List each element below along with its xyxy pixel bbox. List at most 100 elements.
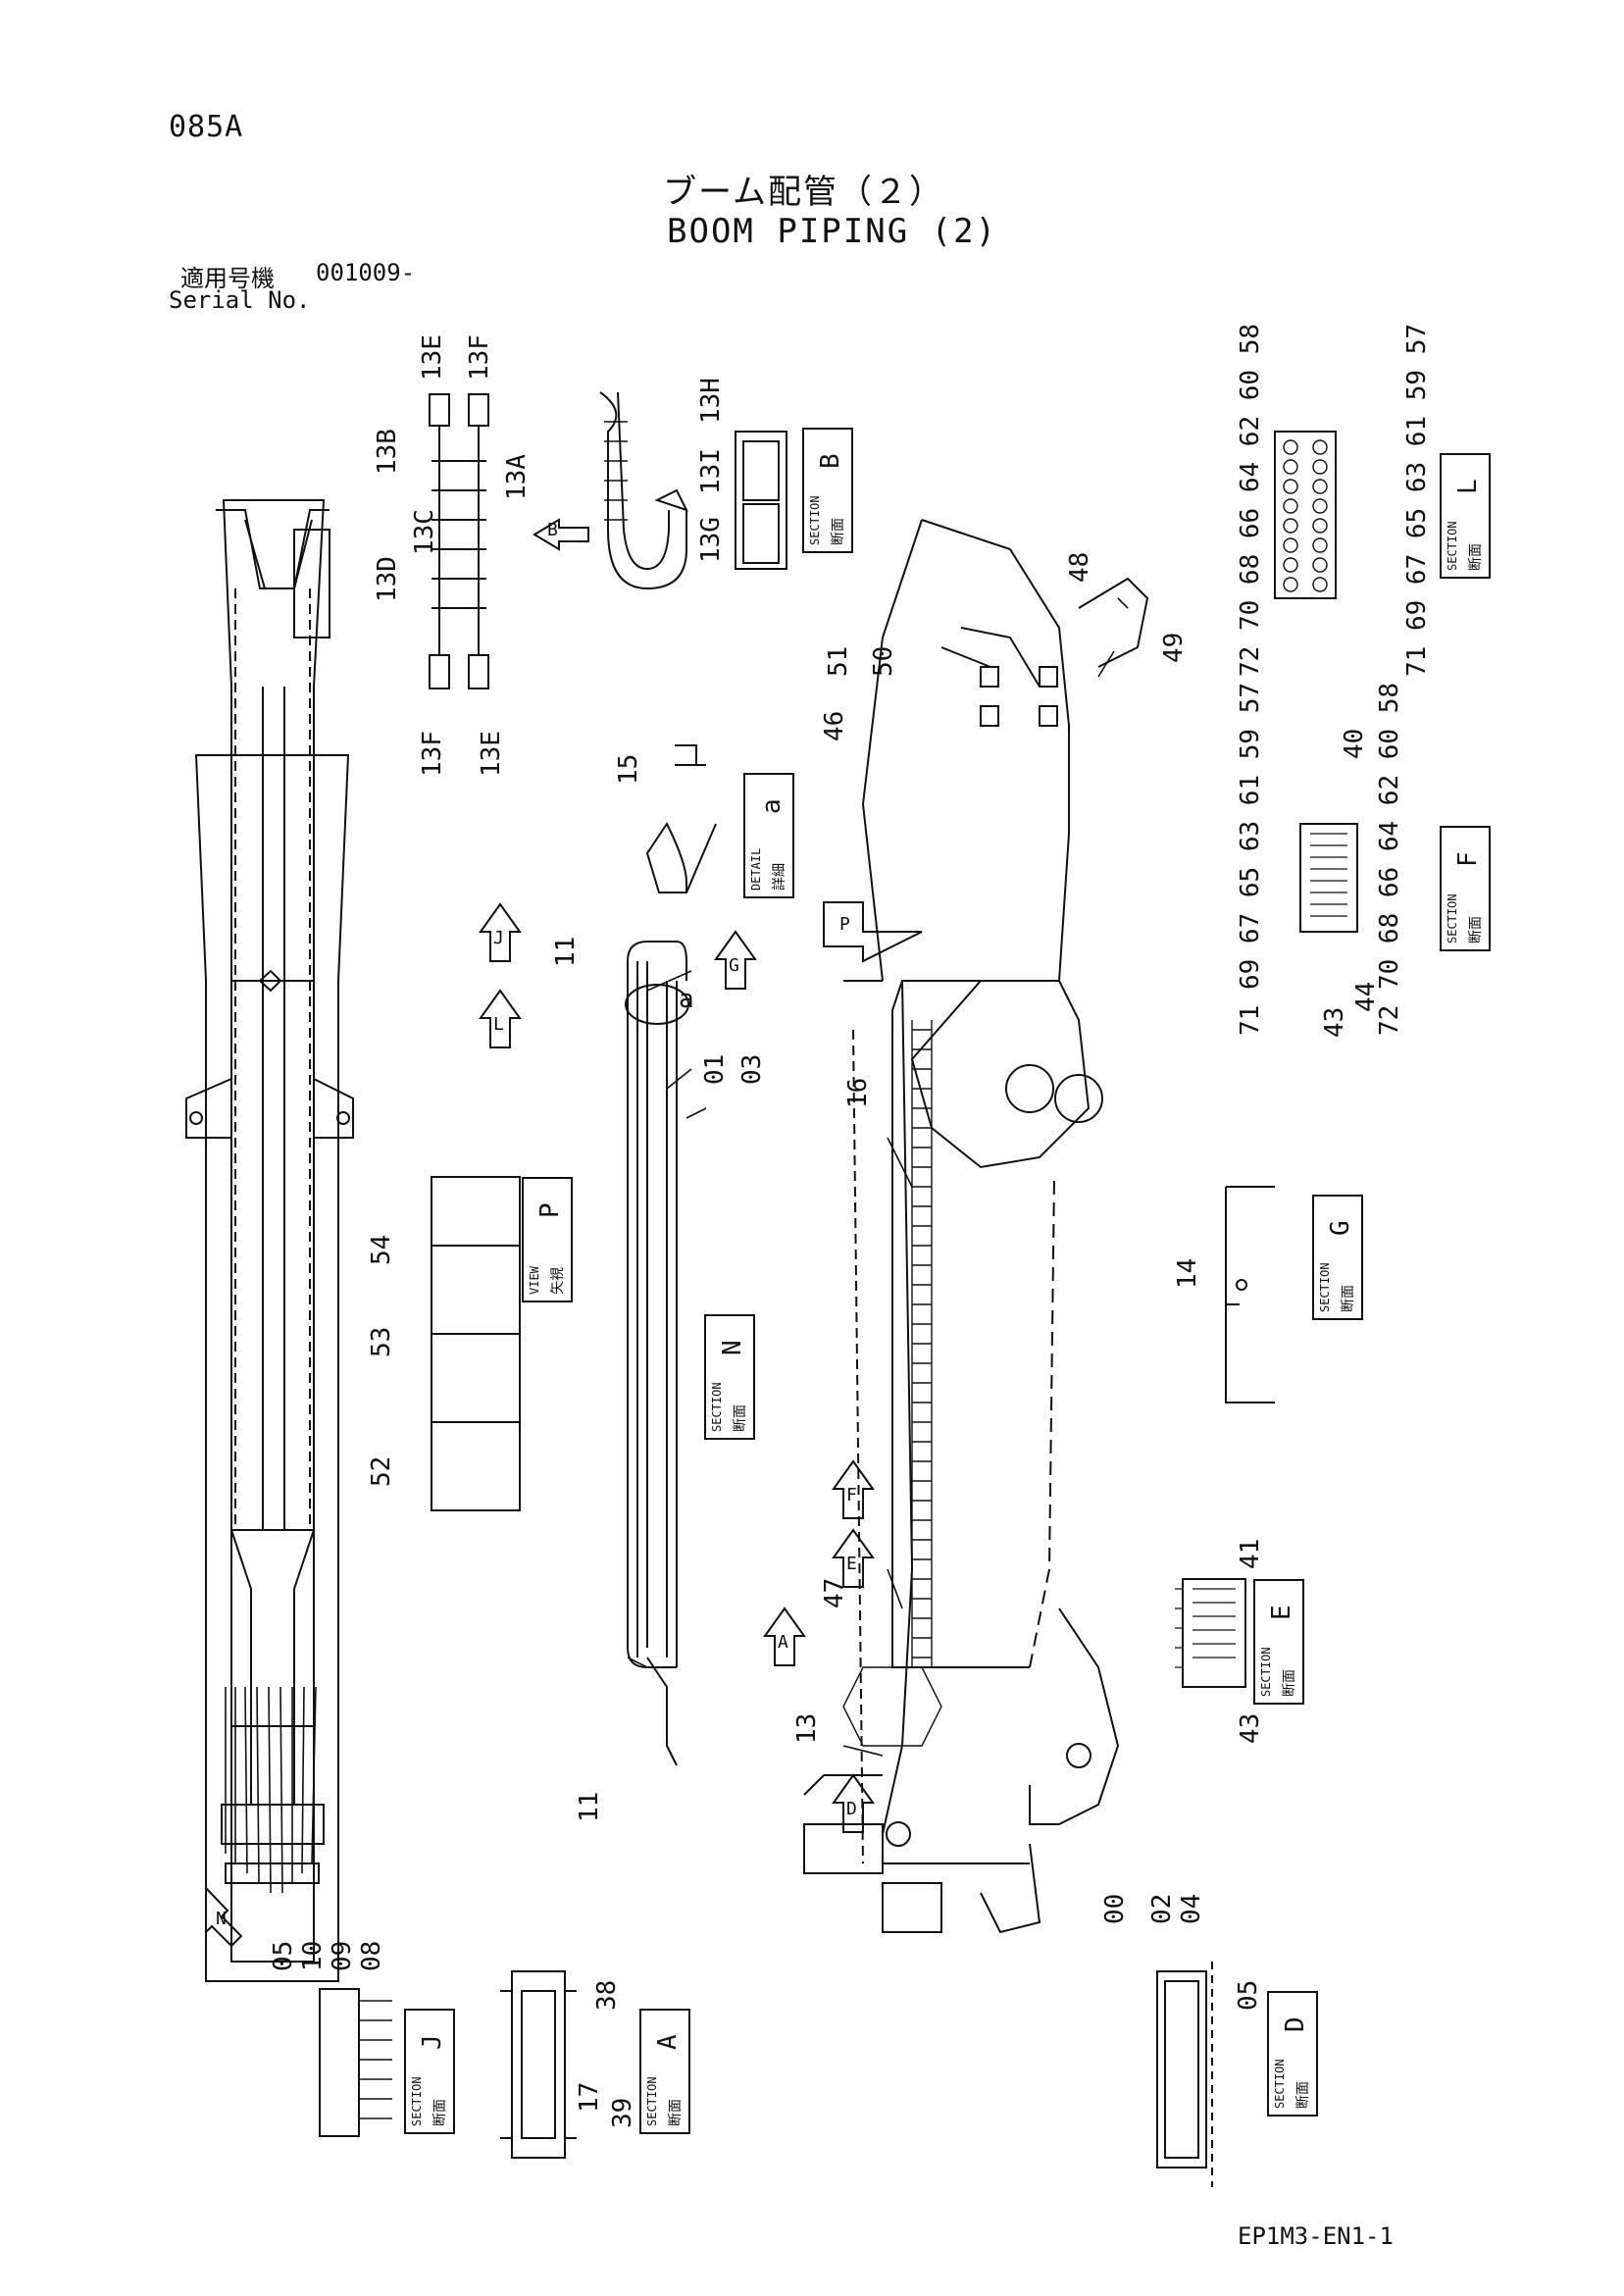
serial-label-jp: 適用号機 bbox=[180, 265, 275, 292]
section-f-box: F SECTION 断面 bbox=[1440, 826, 1491, 951]
label-13a: 13A bbox=[502, 454, 532, 500]
section-n-word: SECTION bbox=[710, 1382, 724, 1432]
doc-code: EP1M3-EN1-1 bbox=[1238, 2222, 1394, 2250]
section-n-box: N SECTION 断面 bbox=[704, 1314, 755, 1440]
section-a-box: A SECTION 断面 bbox=[639, 2009, 690, 2134]
label-13f-bottom: 13F bbox=[418, 731, 447, 777]
section-f-word: SECTION bbox=[1446, 893, 1459, 944]
section-l-labels-right: 71 69 67 65 63 61 59 57 bbox=[1402, 323, 1432, 677]
section-j-word: SECTION bbox=[410, 2076, 424, 2126]
label-13d: 13D bbox=[373, 556, 402, 602]
serial-label-en: Serial No. bbox=[169, 286, 311, 314]
section-f-letter: F bbox=[1453, 851, 1483, 867]
section-a-kanji: 断面 bbox=[668, 2099, 684, 2126]
section-l-kanji: 断面 bbox=[1468, 543, 1484, 571]
part-53: 53 bbox=[367, 1326, 396, 1357]
part-14: 14 bbox=[1173, 1257, 1202, 1289]
part-13: 13 bbox=[792, 1712, 822, 1744]
section-l-labels-left: 72 70 68 66 64 62 60 58 bbox=[1236, 323, 1265, 677]
view-p-figure bbox=[431, 1176, 521, 1511]
arrow-e-label: E bbox=[846, 1554, 857, 1574]
section-e-word: SECTION bbox=[1259, 1647, 1273, 1697]
section-e-letter: E bbox=[1267, 1605, 1296, 1620]
boom-side-view bbox=[803, 519, 1149, 1934]
part-51: 51 bbox=[824, 645, 853, 677]
section-b-letter: B bbox=[816, 453, 845, 469]
section-b-word: SECTION bbox=[808, 495, 822, 545]
view-p-word: VIEW bbox=[528, 1266, 541, 1295]
section-j-box: J SECTION 断面 bbox=[404, 2009, 455, 2134]
part-09: 09 bbox=[328, 1940, 357, 1971]
part-11-top: 11 bbox=[551, 936, 581, 967]
part-01: 01 bbox=[700, 1053, 730, 1085]
cable-carrier-detail bbox=[429, 393, 489, 689]
section-e-box: E SECTION 断面 bbox=[1253, 1579, 1304, 1705]
section-b-figure bbox=[735, 431, 787, 570]
part-00: 00 bbox=[1100, 1893, 1130, 1924]
part-10: 10 bbox=[298, 1940, 328, 1971]
part-05-j: 05 bbox=[269, 1940, 298, 1971]
section-e-kanji: 断面 bbox=[1282, 1669, 1297, 1697]
arrow-g-label: G bbox=[729, 955, 739, 976]
section-a-letter: A bbox=[653, 2034, 683, 2050]
part-40: 40 bbox=[1340, 728, 1369, 759]
section-a-figure bbox=[500, 1970, 577, 2159]
label-13e-bottom: 13E bbox=[477, 731, 506, 777]
page-code: 085A bbox=[169, 110, 244, 144]
section-g-letter: G bbox=[1326, 1220, 1355, 1236]
section-f-labels-right: 72 70 68 66 64 62 60 58 bbox=[1375, 682, 1404, 1036]
section-e-figure bbox=[1175, 1578, 1246, 1688]
view-p-box: P VIEW 矢視 bbox=[522, 1177, 573, 1302]
boom-plan-view bbox=[185, 499, 354, 1982]
chain-sample bbox=[599, 391, 688, 590]
arrow-n-label: N bbox=[216, 1909, 227, 1929]
part-17: 17 bbox=[575, 2081, 604, 2113]
detail-a-word: DETAIL bbox=[749, 847, 763, 891]
part-39: 39 bbox=[608, 2097, 637, 2128]
hose-routing-view bbox=[625, 941, 689, 1766]
view-p-kanji: 矢視 bbox=[550, 1267, 566, 1295]
section-d-figure bbox=[1156, 1962, 1213, 2187]
arrow-l-label: L bbox=[493, 1014, 504, 1035]
arrow-a-label: A bbox=[778, 1632, 788, 1653]
detail-a-kanji: 詳細 bbox=[772, 863, 787, 891]
part-16: 16 bbox=[843, 1077, 873, 1108]
section-g-box: G SECTION 断面 bbox=[1312, 1195, 1363, 1320]
section-l-word: SECTION bbox=[1446, 521, 1459, 571]
part-03: 03 bbox=[737, 1053, 767, 1085]
part-41: 41 bbox=[1236, 1538, 1265, 1569]
section-l-box: L SECTION 断面 bbox=[1440, 453, 1491, 579]
serial-range: 001009- bbox=[316, 259, 416, 286]
section-g-kanji: 断面 bbox=[1341, 1285, 1356, 1312]
section-f-figure bbox=[1299, 823, 1358, 933]
section-n-kanji: 断面 bbox=[733, 1404, 748, 1432]
part-a: a bbox=[679, 985, 694, 1014]
section-j-kanji: 断面 bbox=[432, 2099, 448, 2126]
section-j-letter: J bbox=[418, 2034, 447, 2050]
section-f-kanji: 断面 bbox=[1468, 916, 1484, 944]
part-05-d: 05 bbox=[1234, 1979, 1263, 2011]
detail-a-letter: a bbox=[757, 798, 787, 814]
section-d-kanji: 断面 bbox=[1295, 2081, 1311, 2109]
part-04: 04 bbox=[1177, 1893, 1206, 1924]
section-g-figure bbox=[1225, 1186, 1275, 1403]
part-50: 50 bbox=[869, 645, 898, 677]
detail-a-figure bbox=[645, 744, 717, 893]
part-54: 54 bbox=[367, 1234, 396, 1265]
arrow-d-label: D bbox=[846, 1799, 857, 1819]
section-n-letter: N bbox=[718, 1340, 747, 1355]
section-b-kanji: 断面 bbox=[831, 518, 846, 545]
part-49: 49 bbox=[1159, 632, 1189, 663]
section-a-word: SECTION bbox=[645, 2076, 659, 2126]
section-l-letter: L bbox=[1453, 479, 1483, 494]
section-d-box: D SECTION 断面 bbox=[1267, 1991, 1318, 2117]
view-arrows bbox=[205, 518, 923, 1948]
arrow-f-label: F bbox=[846, 1485, 857, 1505]
part-38: 38 bbox=[592, 1979, 622, 2011]
part-46: 46 bbox=[820, 710, 849, 741]
leader-lines bbox=[627, 597, 1129, 1757]
section-d-letter: D bbox=[1281, 2016, 1310, 2032]
view-p-letter: P bbox=[535, 1202, 565, 1218]
section-j-figure bbox=[319, 1988, 392, 2137]
